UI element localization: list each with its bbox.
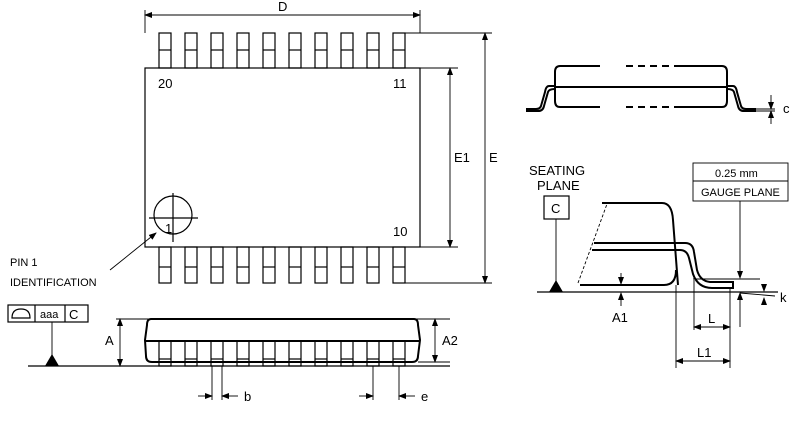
package-body: [144, 67, 421, 248]
pin: [236, 246, 250, 284]
pin: [236, 32, 250, 69]
pin1-label-line2: IDENTIFICATION: [10, 277, 97, 289]
pin: [366, 246, 380, 284]
pin1-label-line1: PIN 1: [10, 257, 38, 269]
front-view: A A2 aaa C b e: [7, 304, 458, 404]
pin: [392, 32, 406, 69]
dim-l-label: L: [708, 311, 715, 326]
side-view: c: [526, 65, 790, 124]
bottom-pins: [158, 246, 406, 284]
pin: [314, 246, 328, 284]
pin: [314, 32, 328, 69]
seating-plane-line1: SEATING: [529, 163, 585, 178]
pin: [262, 32, 276, 69]
pin: [366, 32, 380, 69]
flatness-icon: [11, 308, 31, 319]
dim-e-pitch-label: e: [421, 389, 428, 404]
dim-d-label: D: [278, 0, 287, 14]
dim-l1-label: L1: [697, 345, 711, 360]
dim-e-label: E: [489, 150, 498, 165]
dim-a-label: A: [105, 333, 114, 348]
pin: [184, 246, 198, 284]
lead-detail-view: SEATING PLANE C 0.25 mm GAUGE PLANE k A1…: [529, 162, 789, 368]
pin: [184, 32, 198, 69]
datum-c-label: C: [551, 201, 560, 216]
pin-20-label: 20: [158, 76, 172, 91]
dim-e1-label: E1: [454, 150, 470, 165]
pin-1-label: 1: [165, 221, 172, 236]
fcf-datum: C: [69, 307, 78, 322]
dim-a2-label: A2: [442, 333, 458, 348]
fcf-tolerance: aaa: [40, 309, 59, 321]
gauge-plane-label: GAUGE PLANE: [701, 187, 780, 199]
datum-c-box: [543, 195, 570, 220]
pin: [392, 246, 406, 284]
pin: [288, 246, 302, 284]
pin: [158, 246, 172, 284]
top-pins: [158, 32, 406, 69]
pin: [262, 246, 276, 284]
pin: [158, 32, 172, 69]
gauge-plane-box: [692, 162, 789, 202]
feature-control-frame: aaa C: [7, 304, 89, 366]
pin: [288, 32, 302, 69]
gauge-value: 0.25 mm: [715, 168, 758, 180]
datum-triangle-icon: [549, 280, 563, 292]
dim-a1-label: A1: [612, 310, 628, 325]
pin: [210, 32, 224, 69]
dim-k-label: k: [780, 290, 787, 305]
front-body: [143, 318, 422, 363]
dim-b-label: b: [244, 389, 251, 404]
pin-10-label: 10: [393, 224, 407, 239]
pin: [340, 246, 354, 284]
pin-11-label: 11: [393, 76, 407, 91]
pin: [210, 246, 224, 284]
pin: [340, 32, 354, 69]
seating-plane-line2: PLANE: [537, 178, 580, 193]
datum-triangle-icon: [45, 354, 59, 366]
top-view: D E1 E 20 11 10 1 PIN 1 IDENTIFICATION: [10, 0, 498, 289]
pin1-marker-icon: [149, 193, 198, 242]
dim-c-label: c: [783, 101, 790, 116]
